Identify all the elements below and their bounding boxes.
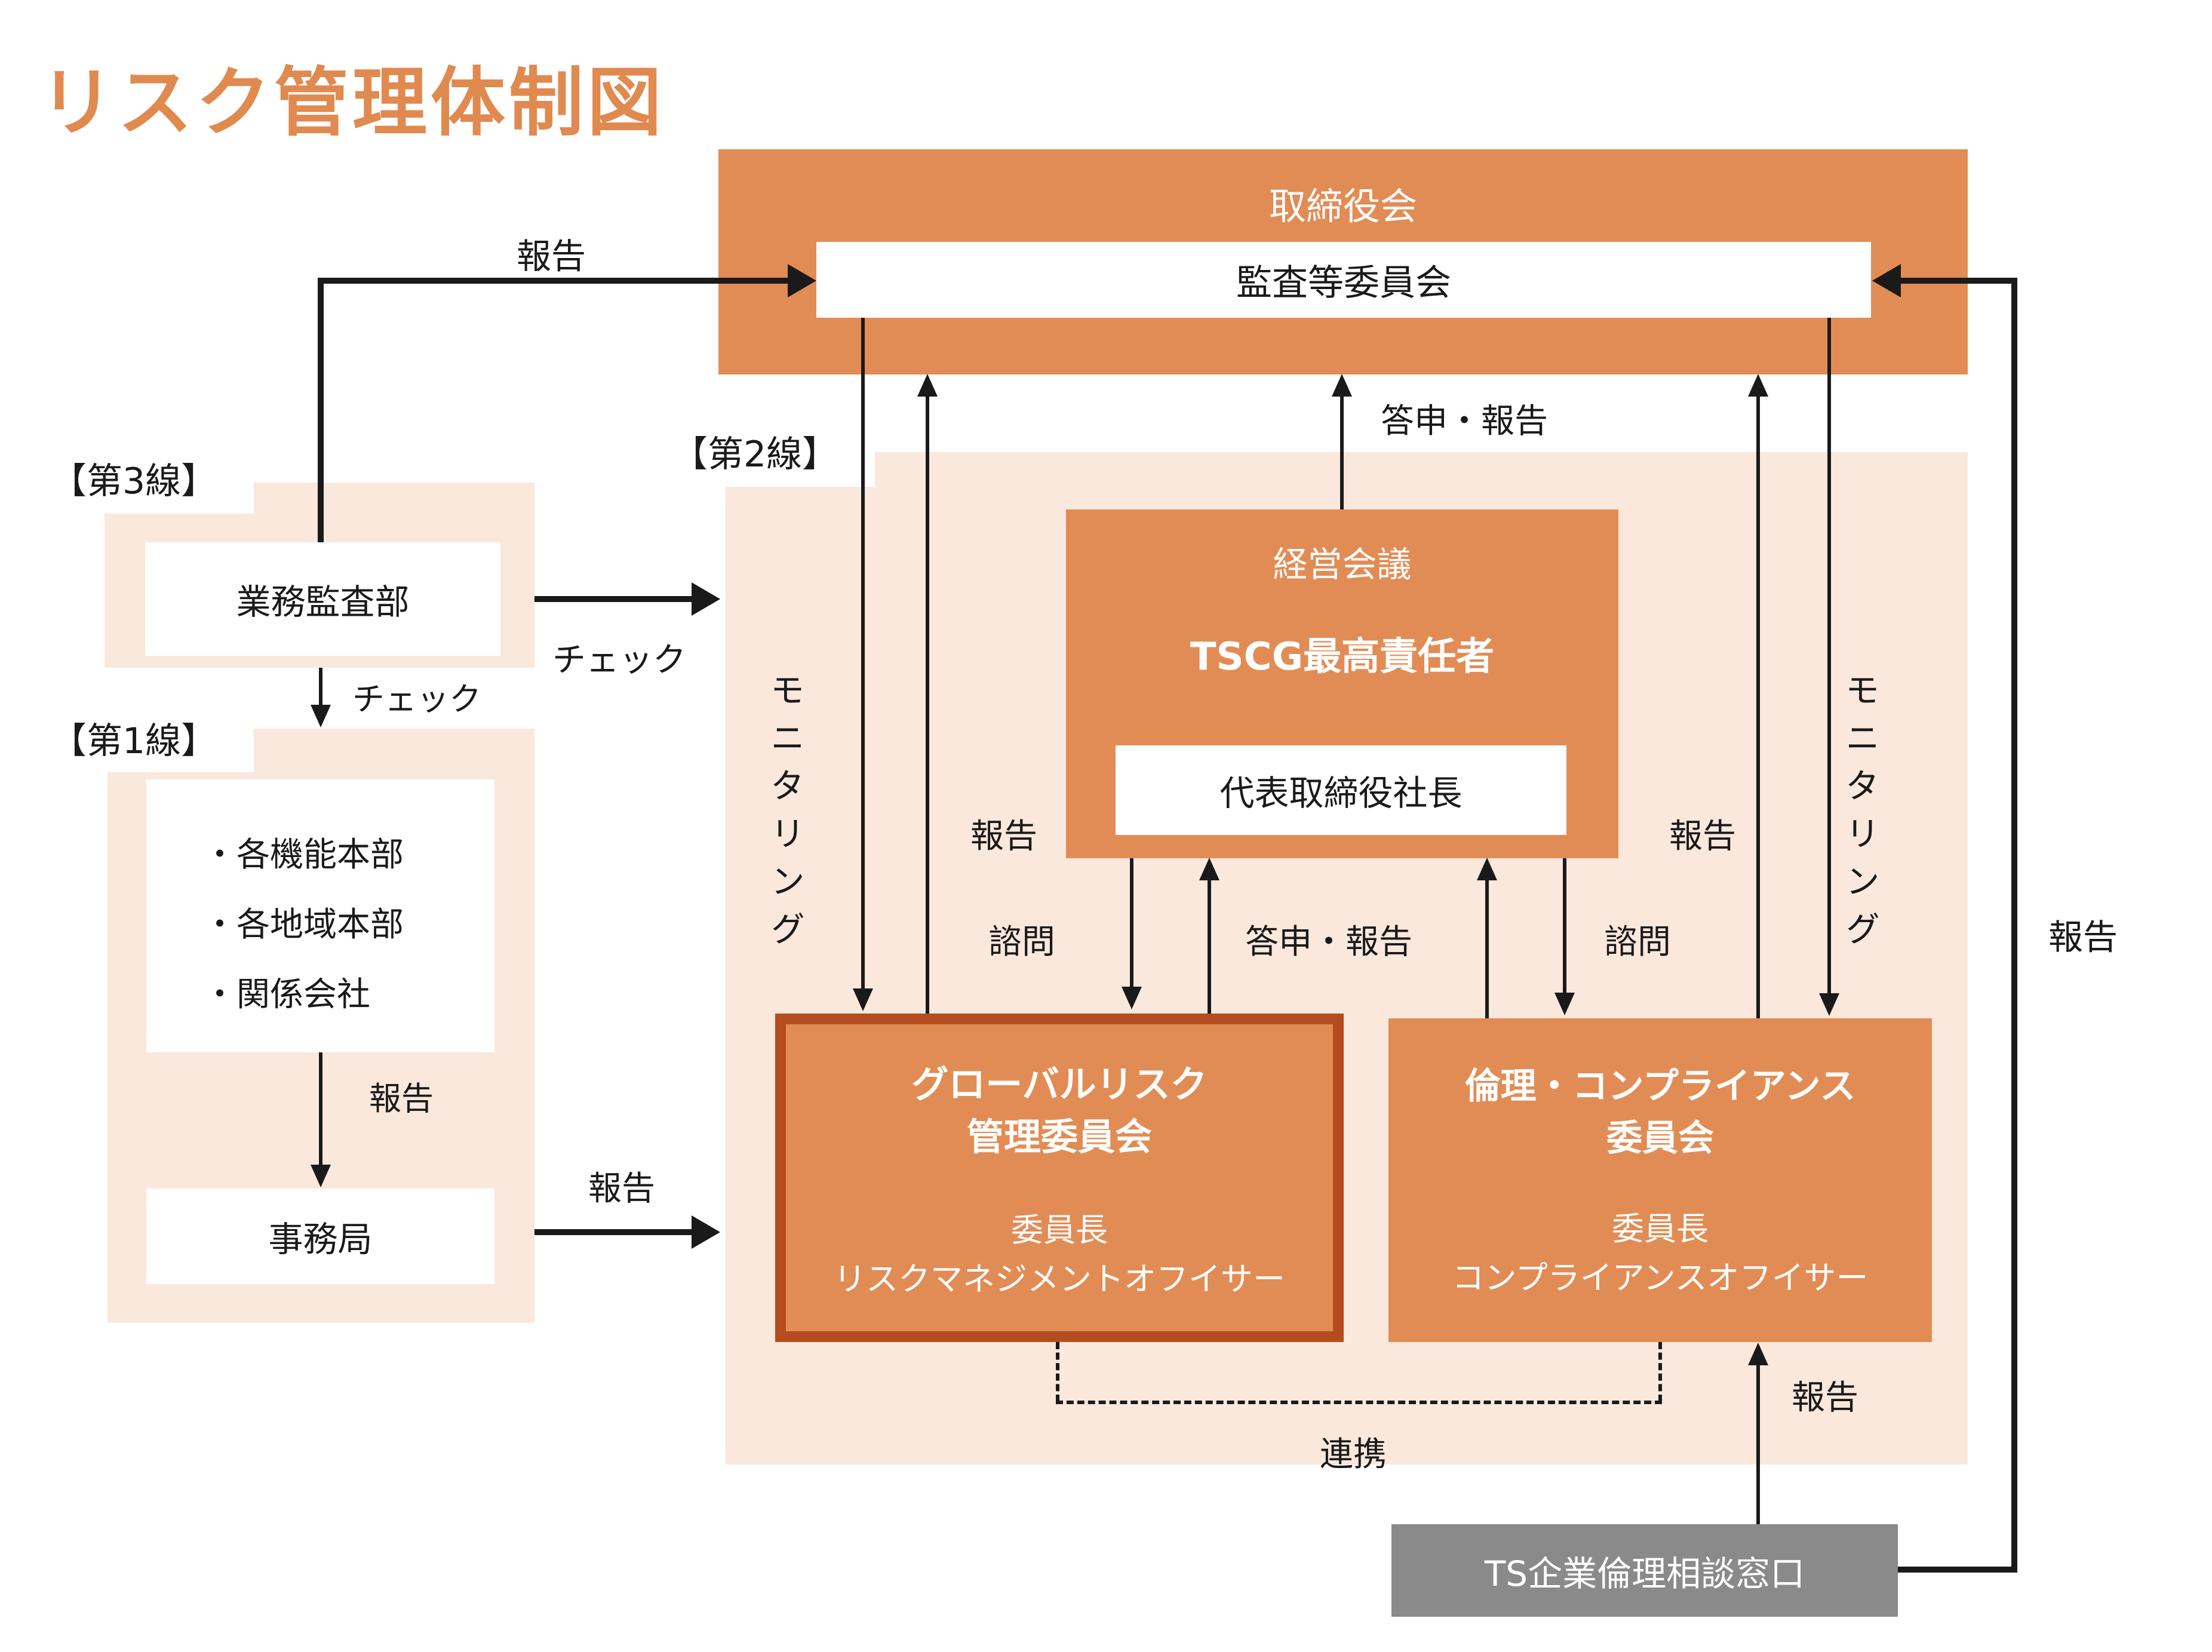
advisory-label-left: 諮問 (988, 923, 1055, 962)
management-meeting-title: 経営会議 (1273, 544, 1412, 585)
management-meeting-box: 経営会議 TSCG最高責任者 代表取締役社長 (1066, 509, 1618, 858)
arrowhead-check-to-line2 (692, 582, 720, 616)
arrow-monitoring-left-segment (861, 318, 865, 990)
president-box: 代表取締役社長 (1116, 745, 1566, 835)
reply-report-label-mid: 答申・報告 (1245, 923, 1412, 962)
arrow-advisory-right-segment (1563, 858, 1566, 994)
monitoring-label-left: モニタリング (764, 672, 805, 959)
arrow-advisory-left-segment (1130, 858, 1133, 988)
arrow-report-up-right-segment (1756, 394, 1760, 1018)
ethics-committee-name-line2: 委員会 (1606, 1117, 1714, 1159)
arrowhead-advisory-right (1554, 993, 1575, 1015)
arrowhead-check-down (311, 705, 331, 727)
arrow-monitoring-right-segment (1827, 318, 1831, 996)
first-line-box: ・各機能本部 ・各地域本部 ・関係会社 (146, 779, 494, 1052)
report-label-inner-right: 報告 (1669, 817, 1736, 856)
first-line-label: 【第1線】 (33, 704, 254, 772)
arrowhead-reply-report-mid (1199, 858, 1219, 880)
secretariat-box: 事務局 (146, 1189, 494, 1284)
arrow-reply-report-top-segment (1340, 394, 1344, 509)
advisory-label-right: 諮問 (1604, 923, 1671, 962)
arrow-report-to-secretariat-segment (319, 1052, 322, 1166)
board-box: 取締役会 監査等委員会 (718, 149, 1968, 374)
board-title: 取締役会 (1268, 185, 1417, 228)
arrowhead-monitoring-right (1819, 993, 1839, 1016)
report-label-inner-left: 報告 (970, 817, 1037, 856)
coordination-dash-right (1658, 1342, 1662, 1402)
ethics-chair-role: コンプライアンスオフイサー (1452, 1259, 1869, 1297)
arrowhead-report-to-secretariat (311, 1165, 331, 1187)
first-line-item: ・関係会社 (203, 975, 370, 1014)
report-label-top-left: 報告 (517, 236, 586, 277)
audit-committee-box: 監査等委員会 (816, 242, 1871, 318)
arrow-report-hotline-segment (1756, 1364, 1760, 1524)
coordination-label: 連携 (1320, 1435, 1387, 1474)
report-label-firstline: 報告 (369, 1080, 434, 1117)
arrowhead-into-audit-committee-left (788, 264, 816, 297)
coordination-dash-left (1056, 1342, 1059, 1402)
report-label-hotline: 報告 (1792, 1378, 1858, 1417)
arrowhead-advisory-left (1122, 987, 1142, 1009)
arrowhead-reply-report-top (1332, 374, 1352, 397)
ethics-chair-title: 委員長 (1612, 1210, 1709, 1248)
ethics-hotline-box: TS企業倫理相談窓口 (1391, 1524, 1898, 1617)
arrow-report-secretariat-segment (534, 1229, 693, 1235)
audit-dept-box: 業務監査部 (145, 542, 500, 656)
arrow-reply-report-mid-segment (1208, 879, 1211, 1014)
arrow-check-down-segment (319, 668, 322, 706)
check-label-right: チェック (552, 641, 686, 680)
arrowhead-report-secretariat (692, 1215, 720, 1249)
global-risk-committee-name-line1: グローバルリスク (911, 1063, 1208, 1106)
report-label-far-right: 報告 (2048, 917, 2118, 957)
hotline-right-segment-v (2011, 278, 2017, 1573)
arrow-check-to-line2-segment (534, 596, 693, 602)
arrow-reply-up-right-segment (1485, 879, 1489, 1018)
first-line-item: ・各地域本部 (203, 905, 404, 944)
hotline-right-segment-h (1898, 1567, 2017, 1573)
arrow-report-auditdept-segment-h (318, 278, 788, 284)
arrowhead-into-audit-committee-right (1872, 264, 1901, 297)
coordination-dash-horizontal (1056, 1401, 1662, 1404)
arrowhead-report-up-right (1748, 374, 1768, 397)
second-line-label: 【第2線】 (657, 415, 875, 487)
global-risk-chair-role: リスクマネジメントオフイサー (834, 1260, 1285, 1298)
page-title: リスク管理体制図 (39, 60, 665, 146)
global-risk-chair-title: 委員長 (1011, 1211, 1108, 1249)
arrow-report-up-left-segment (926, 394, 929, 1014)
third-line-label: 【第3線】 (33, 442, 254, 514)
global-risk-committee-name-line2: 管理委員会 (966, 1115, 1152, 1159)
first-line-item: ・各機能本部 (203, 836, 404, 874)
arrowhead-report-up-left (917, 374, 938, 397)
monitoring-label-right: モニタリング (1839, 672, 1880, 959)
arrowhead-report-hotline (1748, 1343, 1768, 1365)
reply-report-label-top: 答申・報告 (1381, 402, 1548, 441)
check-label-down: チェック (352, 680, 481, 718)
hotline-top-segment-h (1899, 278, 2017, 284)
arrowhead-monitoring-left (853, 988, 873, 1011)
ethics-compliance-committee-box: 倫理・コンプライアンス 委員会 委員長 コンプライアンスオフイサー (1388, 1018, 1932, 1342)
arrow-report-auditdept-segment-v (318, 281, 324, 542)
global-risk-committee-box: グローバルリスク 管理委員会 委員長 リスクマネジメントオフイサー (775, 1014, 1344, 1342)
tscg-chief-label: TSCG最高責任者 (1190, 635, 1495, 679)
report-label-secretariat: 報告 (588, 1169, 655, 1208)
ethics-committee-name-line1: 倫理・コンプライアンス (1464, 1065, 1856, 1107)
arrowhead-reply-up-right (1477, 858, 1497, 880)
